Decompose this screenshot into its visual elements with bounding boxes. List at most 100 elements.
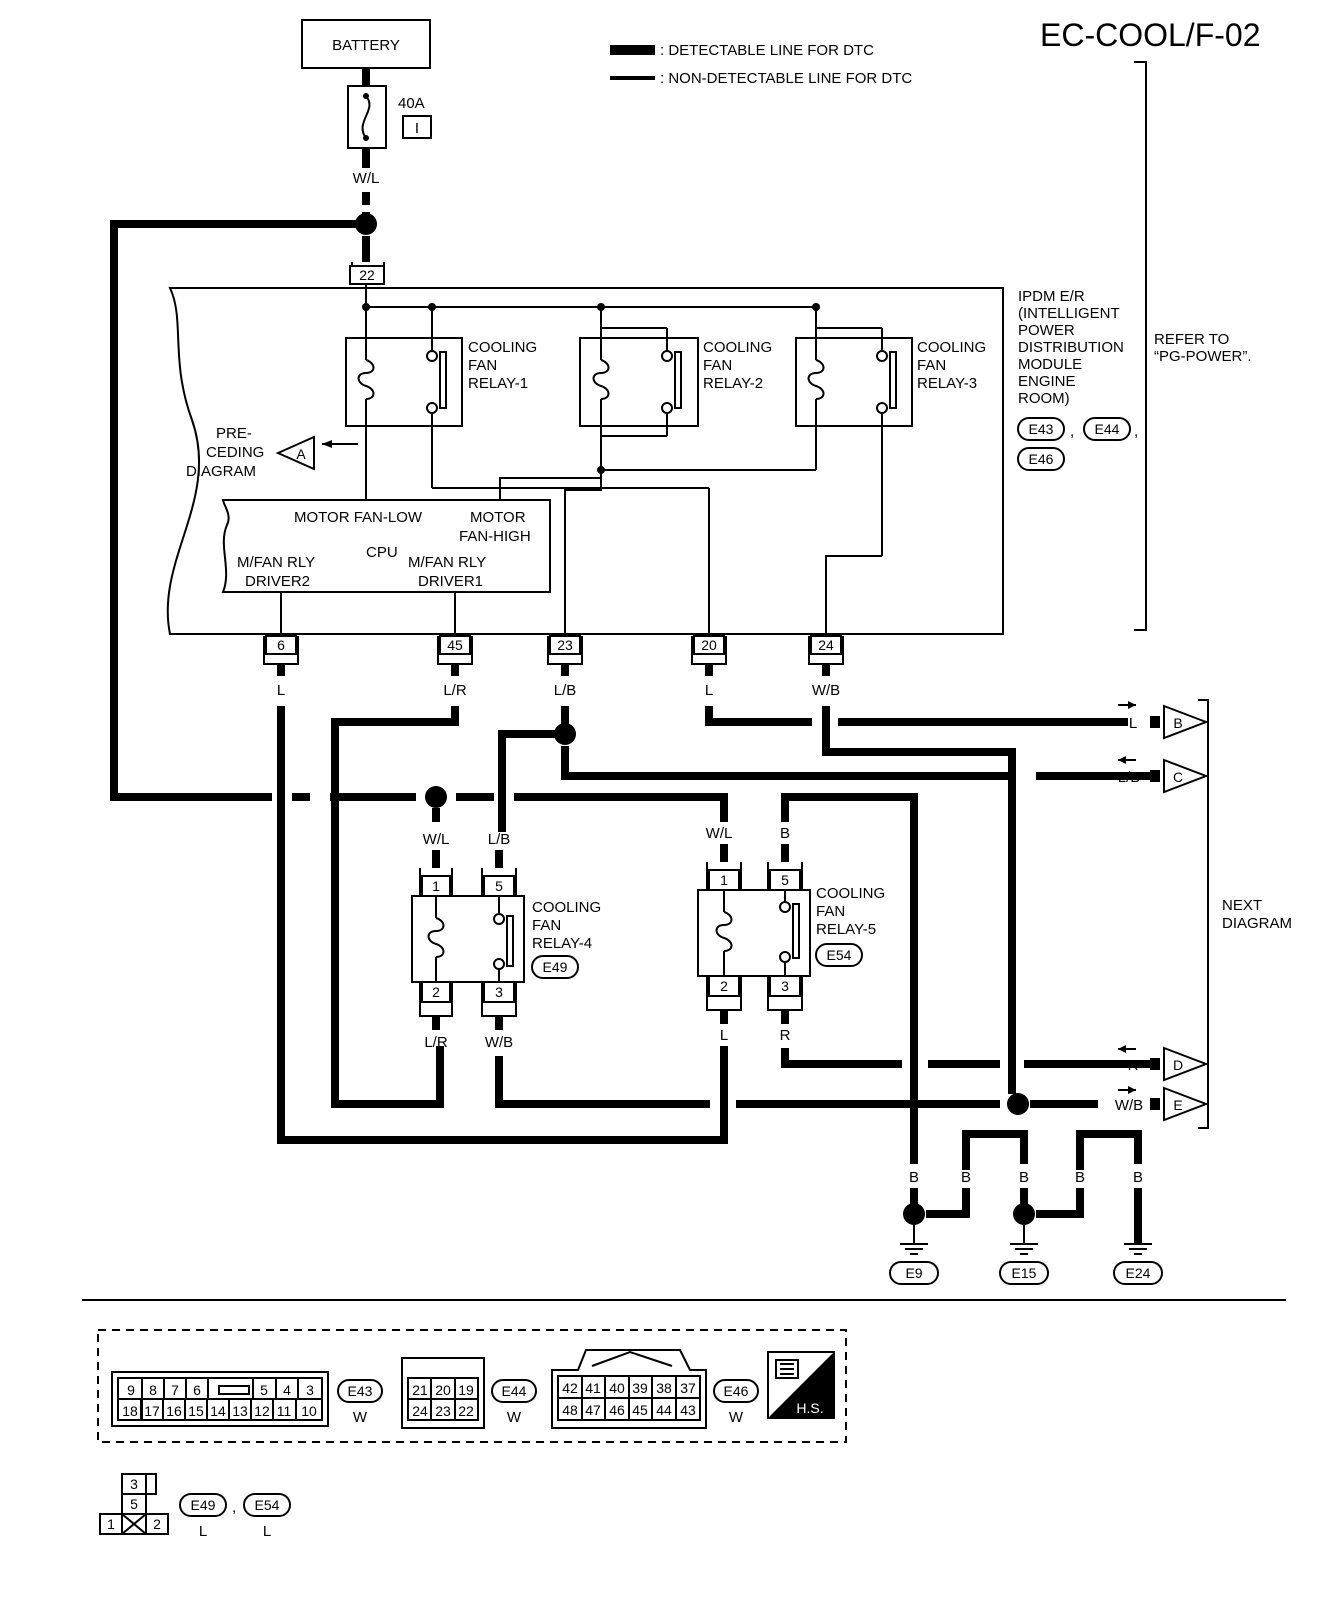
- preceding-ref-arrow: [275, 435, 315, 471]
- fuse-40a: 40A I: [347, 85, 432, 149]
- ground-e9: E9: [889, 1243, 939, 1285]
- cpu-motor-high-a: MOTOR: [470, 509, 526, 526]
- battery-label: BATTERY: [332, 37, 400, 54]
- e43-pin: 11: [277, 1403, 292, 1419]
- wire-r5-r: [781, 1048, 902, 1068]
- legend-detectable: : DETECTABLE LINE FOR DTC: [660, 42, 874, 59]
- relay-5-conn-text: E54: [827, 947, 852, 963]
- relay-1-label-a: COOLING: [468, 339, 537, 356]
- fuse-amps: 40A: [398, 95, 425, 112]
- e44-color: W: [507, 1409, 522, 1426]
- connector-e46-view: [551, 1349, 707, 1429]
- e43-pin: 16: [166, 1403, 182, 1419]
- cpu-driver1-a: M/FAN RLY: [408, 554, 486, 571]
- wire-label-g3: B: [1019, 1169, 1029, 1186]
- svg-text:E9: E9: [905, 1265, 922, 1281]
- e46-pin: 46: [609, 1402, 625, 1418]
- wire-label-r4-2: L/R: [424, 1034, 448, 1051]
- ground-e15: E15: [999, 1243, 1049, 1285]
- e44-pin: 21: [412, 1382, 428, 1398]
- wire-label-battery: W/L: [353, 170, 380, 187]
- connector-22: 22: [349, 262, 385, 285]
- svg-text:5: 5: [781, 872, 789, 888]
- e46-pin: 39: [632, 1380, 648, 1396]
- svg-text:E: E: [1173, 1097, 1182, 1113]
- relay-1-label-c: RELAY-1: [468, 375, 528, 392]
- e46-id-badge: [713, 1379, 759, 1403]
- relay-2-label-a: COOLING: [703, 339, 772, 356]
- relay-4-label-a: COOLING: [532, 899, 601, 916]
- hs-label: H.S.: [796, 1400, 823, 1416]
- junction-e9: [903, 1203, 925, 1225]
- svg-text:6: 6: [277, 637, 285, 653]
- ipdm-conn-e43-text: E43: [1029, 421, 1054, 437]
- connector-e44-view: [401, 1357, 485, 1429]
- svg-text:22: 22: [359, 267, 375, 283]
- ipdm-sep-2: ,: [1134, 423, 1138, 440]
- next-diagram-b: DIAGRAM: [1222, 915, 1292, 932]
- cpu-driver1-b: DRIVER1: [418, 573, 483, 590]
- refer-label-b: “PG-POWER”.: [1154, 348, 1252, 365]
- wire-label-r5-5: B: [780, 825, 790, 842]
- wire-label-r4-5: L/B: [488, 831, 511, 848]
- ipdm-conn-e44-text: E44: [1095, 421, 1120, 437]
- wire-label-g2: B: [961, 1169, 971, 1186]
- svg-text:B: B: [1173, 715, 1182, 731]
- hs-connector-icon: H.S.: [767, 1351, 835, 1419]
- wire-pin24-wb: [822, 706, 1016, 1094]
- relay-2-label-c: RELAY-2: [703, 375, 763, 392]
- relay-5-label-c: RELAY-5: [816, 921, 876, 938]
- e43-pin: 4: [283, 1382, 291, 1398]
- relay-3-label-c: RELAY-3: [917, 375, 977, 392]
- e54-id: E54: [255, 1497, 280, 1513]
- svg-text:3: 3: [495, 984, 503, 1000]
- relay-3-label-a: COOLING: [917, 339, 986, 356]
- e49-pin: 3: [130, 1476, 138, 1492]
- battery-box: [301, 19, 431, 69]
- e49-id: E49: [191, 1497, 216, 1513]
- e46-pin: 40: [609, 1380, 625, 1396]
- e49-sep: ,: [232, 1499, 236, 1516]
- ipdm-conn-e43: [1017, 417, 1065, 441]
- e43-pin: 8: [149, 1382, 157, 1398]
- e44-id: E44: [502, 1383, 527, 1399]
- e46-color: W: [729, 1409, 744, 1426]
- e44-pin: 19: [458, 1382, 474, 1398]
- svg-text:3: 3: [781, 978, 789, 994]
- e49-color: L: [199, 1523, 207, 1540]
- next-bracket: [1198, 699, 1209, 1129]
- wire-label-r5-2: L: [720, 1027, 728, 1044]
- e43-pin: 13: [232, 1403, 248, 1419]
- e44-pin: 22: [458, 1403, 474, 1419]
- preceding-ref-a: A: [296, 446, 306, 462]
- e43-id: E43: [348, 1383, 373, 1399]
- e46-pin: 41: [585, 1380, 601, 1396]
- e43-pin: 14: [210, 1403, 226, 1419]
- ipdm-label: IPDM E/R (INTELLIGENT POWER DISTRIBUTION…: [1018, 288, 1124, 407]
- next-ref-b: L B: [1118, 701, 1209, 740]
- preceding-label-b: CEDING: [206, 444, 264, 461]
- e43-pin: 9: [127, 1382, 135, 1398]
- cooling-fan-relay-4: 1 5 2 3: [411, 868, 525, 1017]
- e54-color: L: [263, 1523, 271, 1540]
- wire-wl-bus-left: [110, 220, 366, 801]
- svg-text:(INTELLIGENT: (INTELLIGENT: [1018, 305, 1120, 322]
- svg-text:23: 23: [557, 637, 573, 653]
- svg-text:E15: E15: [1012, 1265, 1037, 1281]
- e43-pin: 17: [144, 1403, 160, 1419]
- legend-non-detectable: : NON-DETECTABLE LINE FOR DTC: [660, 70, 912, 87]
- svg-text:2: 2: [720, 978, 728, 994]
- refer-bracket: [1134, 61, 1147, 631]
- connector-views-box: [97, 1329, 847, 1443]
- e43-pin: 15: [188, 1403, 204, 1419]
- wire-label-r4-1: W/L: [423, 831, 450, 848]
- svg-text:E24: E24: [1126, 1265, 1151, 1281]
- wire-r4-wb: [495, 1056, 710, 1108]
- svg-text:L: L: [1129, 715, 1137, 732]
- cooling-fan-relay-1: [345, 307, 709, 500]
- cooling-fan-relay-5: 1 5 2 3: [697, 862, 811, 1011]
- junction-e15: [1013, 1203, 1035, 1225]
- next-diagram-a: NEXT: [1222, 897, 1262, 914]
- svg-text:W/B: W/B: [1115, 1097, 1143, 1114]
